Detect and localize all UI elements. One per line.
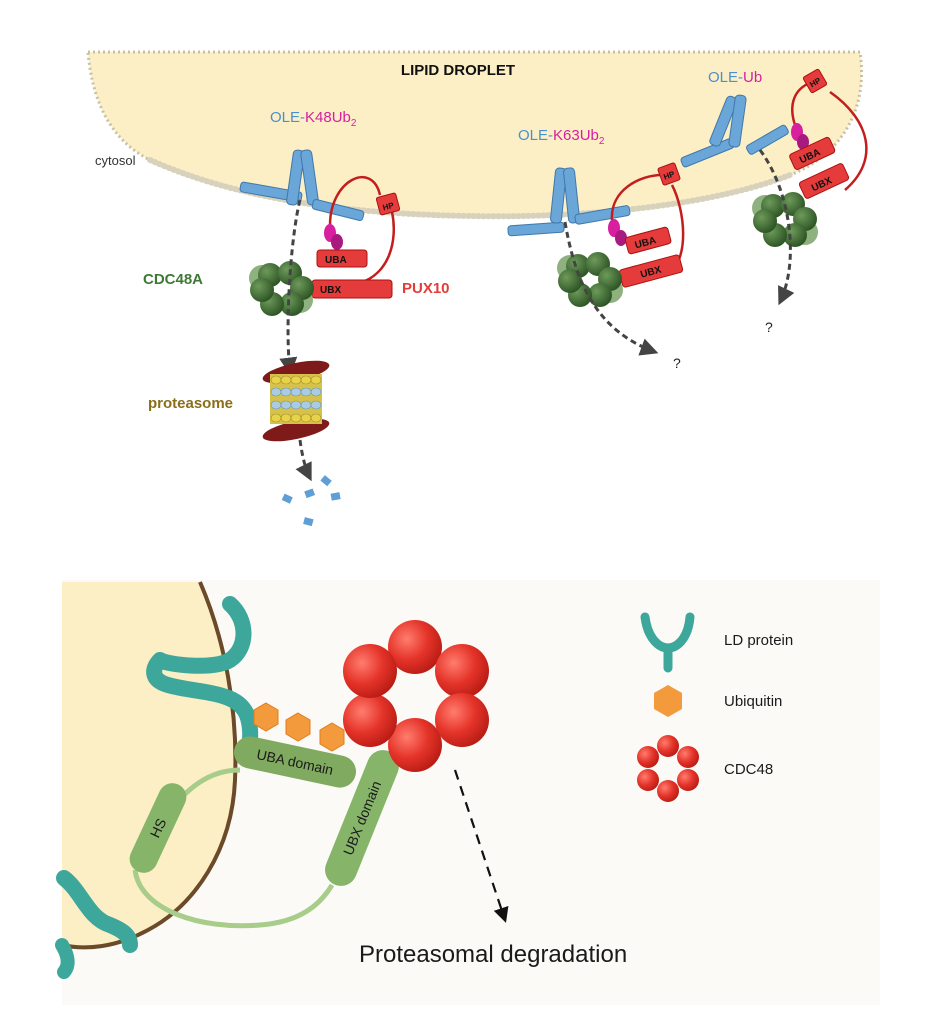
ubx-label-left: UBX xyxy=(320,285,341,296)
ubiquitin-chain xyxy=(253,702,345,752)
extraction-arrow-right xyxy=(758,149,795,306)
proteasome-label: proteasome xyxy=(148,395,233,412)
ole-protein-right xyxy=(680,94,789,168)
degradation-label: Proteasomal degradation xyxy=(359,941,627,968)
ld-protein-bottom xyxy=(56,870,138,953)
extraction-arrow-left xyxy=(279,199,302,376)
peptide-fragments xyxy=(281,475,341,527)
legend-ubiquitin: Ubiquitin xyxy=(724,693,782,710)
ld-protein-top xyxy=(146,596,259,766)
hp-label-left: HP xyxy=(382,201,396,213)
cdc48a-label: CDC48A xyxy=(143,271,203,288)
uba-label-left: UBA xyxy=(325,255,347,266)
question-mark-right: ? xyxy=(765,319,773,335)
degradation-arrow xyxy=(453,769,509,923)
question-mark-middle: ? xyxy=(673,355,681,371)
hp-label-middle: HP xyxy=(662,169,676,181)
proteasome xyxy=(262,360,330,442)
lipid-droplet-label: LIPID DROPLET xyxy=(401,62,515,79)
ole-k48-label: OLE-K48Ub2 xyxy=(270,109,357,129)
cdc48-ring xyxy=(343,620,489,772)
degradation-arrow-top xyxy=(295,439,312,482)
ld-protein-legend-icon xyxy=(640,612,695,673)
ole-protein-left xyxy=(239,149,365,222)
ubx-label-middle: UBX xyxy=(639,264,663,280)
bottom-panel: HS UBA domain UBX domain Proteasomal deg… xyxy=(55,580,880,1005)
uba-label-middle: UBA xyxy=(634,235,658,251)
pux10-left: HP UBA UBX xyxy=(311,175,401,299)
ole-ub-label: OLE-Ub xyxy=(708,69,762,86)
ubx-domain xyxy=(325,750,399,886)
top-panel: LIPID DROPLET cytosol OLE-K48Ub2 OLE-K63… xyxy=(86,50,868,527)
cdc48a-complex-right xyxy=(752,192,818,247)
cdc48a-complex-left xyxy=(249,261,314,316)
uba-domain xyxy=(234,736,356,788)
cdc48a-complex-middle xyxy=(557,252,623,307)
legend-ld-protein: LD protein xyxy=(724,632,793,649)
ubiquitin-legend-icon xyxy=(654,685,682,717)
ole-k63-label: OLE-K63Ub2 xyxy=(518,127,605,147)
hs-label: HS xyxy=(147,816,170,840)
legend: LD protein Ubiquitin CDC48 xyxy=(637,612,793,802)
legend-cdc48: CDC48 xyxy=(724,761,773,778)
pux10-label: PUX10 xyxy=(402,280,450,297)
cdc48-legend-icon xyxy=(637,735,699,802)
cytosol-label: cytosol xyxy=(95,153,136,168)
pux10-right: HP UBA UBX xyxy=(789,68,868,199)
ole-protein-middle xyxy=(507,167,631,237)
extraction-arrow-middle xyxy=(563,221,659,356)
hs-domain xyxy=(129,783,187,873)
pux10-middle: HP UBA UBX xyxy=(608,162,685,288)
